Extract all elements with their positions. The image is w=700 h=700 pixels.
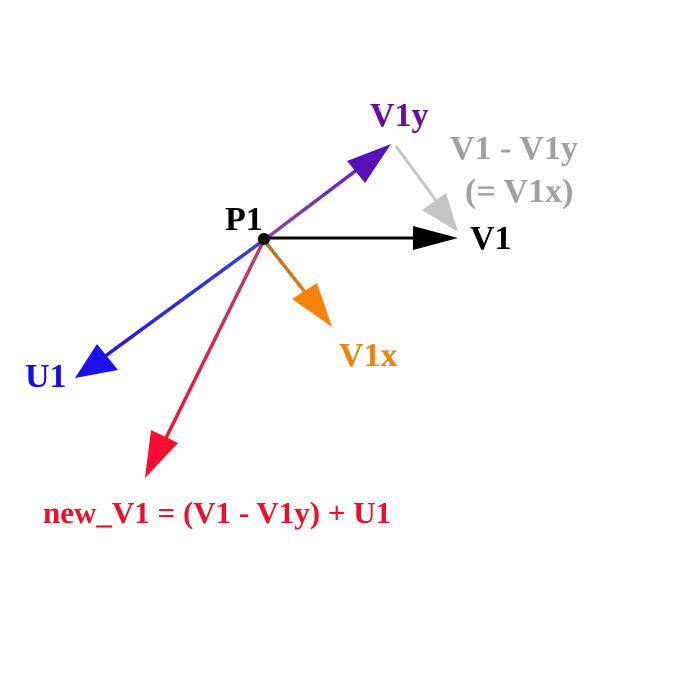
v1x-equivalence-label: (= V1x) [465, 173, 573, 210]
v1-arrow [264, 226, 458, 250]
new-v1-formula-label: new_V1 = (V1 - V1y) + U1 [43, 495, 391, 530]
v1y-arrow [262, 144, 391, 242]
v1y-label: V1y [370, 97, 429, 134]
new-v1-arrow [145, 239, 266, 478]
v1x-label: V1x [339, 337, 398, 374]
v1-minus-v1y-arrow [394, 145, 458, 232]
u1-arrow [75, 238, 266, 378]
p1-label: P1 [225, 201, 263, 238]
v1-minus-v1y-label: V1 - V1y [450, 130, 578, 167]
v1-label: V1 [470, 220, 512, 257]
v1x-arrow [262, 238, 332, 327]
p1-point [258, 233, 270, 245]
u1-label: U1 [25, 358, 67, 395]
